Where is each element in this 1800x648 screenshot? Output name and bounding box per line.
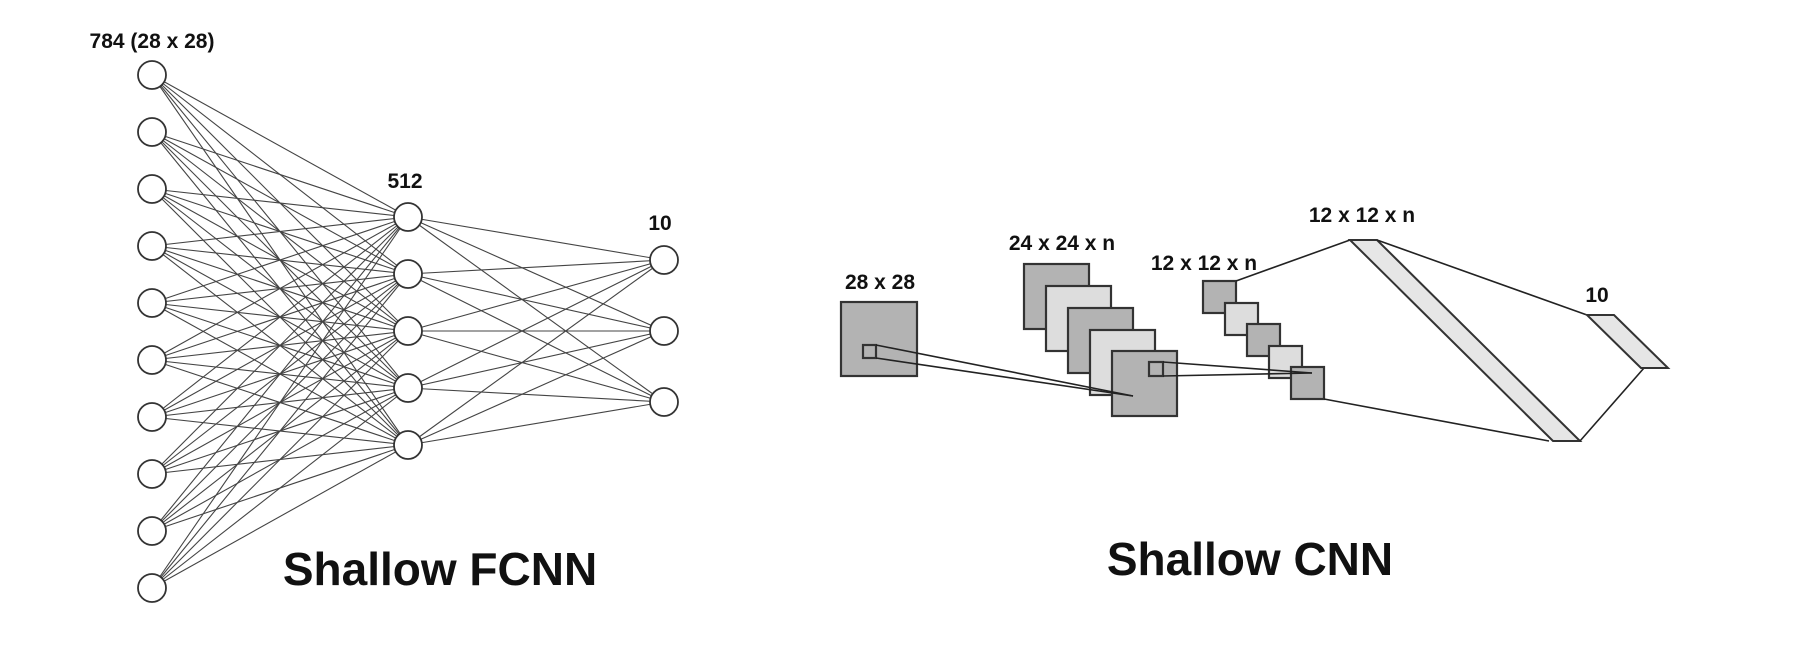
fcnn-connection [407, 330, 665, 403]
cnn-projection-line [875, 357, 1134, 397]
fcnn-output-neuron [649, 245, 679, 275]
fcnn-connection [407, 387, 665, 403]
fcnn-connection [407, 216, 665, 332]
fcnn-connection [407, 330, 665, 389]
pool-feature-map [1223, 301, 1260, 337]
fcnn-input-neuron [137, 345, 167, 375]
fcnn-connection [151, 216, 409, 304]
fcnn-connection [151, 216, 409, 247]
fcnn-connection [407, 216, 665, 261]
fcnn-connection [407, 216, 665, 403]
fcnn-hidden-layer-label: 512 [387, 170, 422, 193]
fcnn-input-neuron [137, 459, 167, 489]
fcnn-input-neuron [137, 60, 167, 90]
fcnn-diagram: 784 (28 x 28) 512 10 Shallow FCNN [90, 30, 679, 603]
fcnn-connection [151, 273, 409, 589]
cnn-output-layer [1584, 314, 1671, 369]
fcnn-connection [151, 216, 409, 475]
conv-feature-map [1110, 349, 1179, 418]
cnn-input-image [839, 300, 919, 378]
cnn-projection-line [1162, 372, 1313, 377]
cnn-projection-line [1162, 361, 1313, 374]
fcnn-connection [151, 216, 409, 589]
cnn-projection-line [1579, 367, 1645, 442]
fcnn-output-neuron [649, 387, 679, 417]
fcnn-connection [151, 131, 409, 218]
cnn-dense-label: 12 x 12 x n [1309, 204, 1415, 227]
fcnn-input-neuron [137, 516, 167, 546]
fcnn-connection [151, 74, 409, 218]
cnn-pool-feature-maps [1201, 279, 1326, 401]
cnn-projection-line [875, 344, 1134, 397]
fcnn-connection [407, 273, 665, 332]
fcnn-connection [151, 188, 409, 218]
fcnn-connection [151, 216, 409, 361]
cnn-conv-feature-maps [1022, 262, 1179, 418]
fcnn-output-neuron [649, 316, 679, 346]
fcnn-connection [151, 444, 409, 589]
fcnn-connection [151, 216, 409, 532]
fcnn-connections [151, 74, 665, 589]
cnn-output-label: 10 [1585, 284, 1608, 307]
cnn-diagram: 28 x 28 24 x 24 x n 12 x 12 x n 12 x 12 … [839, 204, 1671, 585]
fcnn-neurons [137, 60, 679, 603]
cnn-title: Shallow CNN [1107, 533, 1393, 585]
fcnn-connection [151, 216, 409, 418]
cnn-conv-label: 24 x 24 x n [1009, 232, 1115, 255]
fcnn-connection [407, 259, 665, 275]
cnn-pool-label: 12 x 12 x n [1151, 252, 1257, 275]
fcnn-hidden-neuron [393, 202, 423, 232]
fcnn-connection [407, 259, 665, 446]
fcnn-input-neuron [137, 402, 167, 432]
fcnn-input-neuron [137, 573, 167, 603]
fcnn-connection [151, 330, 409, 589]
fcnn-output-layer-label: 10 [648, 212, 671, 235]
fcnn-input-neuron [137, 117, 167, 147]
fcnn-title: Shallow FCNN [283, 543, 597, 595]
fcnn-connection [407, 330, 665, 446]
cnn-pool-window [1147, 360, 1165, 378]
fcnn-hidden-neuron [393, 259, 423, 289]
fcnn-hidden-neuron [393, 316, 423, 346]
cnn-projection-line [1376, 239, 1588, 316]
cnn-input-label: 28 x 28 [845, 271, 915, 294]
fcnn-input-layer-label: 784 (28 x 28) [90, 30, 215, 53]
fcnn-connection [407, 401, 665, 446]
fcnn-input-neuron [137, 288, 167, 318]
cnn-input-kernel-window [861, 343, 878, 360]
cnn-projection-line [1323, 398, 1550, 442]
fcnn-hidden-neuron [393, 373, 423, 403]
fcnn-connection [151, 387, 409, 589]
fcnn-input-neuron [137, 231, 167, 261]
fcnn-connection [407, 259, 665, 332]
fcnn-connection [407, 259, 665, 389]
fcnn-input-neuron [137, 174, 167, 204]
cnn-projection-line [1235, 239, 1351, 282]
fcnn-connection [407, 273, 665, 403]
fcnn-hidden-neuron [393, 430, 423, 460]
